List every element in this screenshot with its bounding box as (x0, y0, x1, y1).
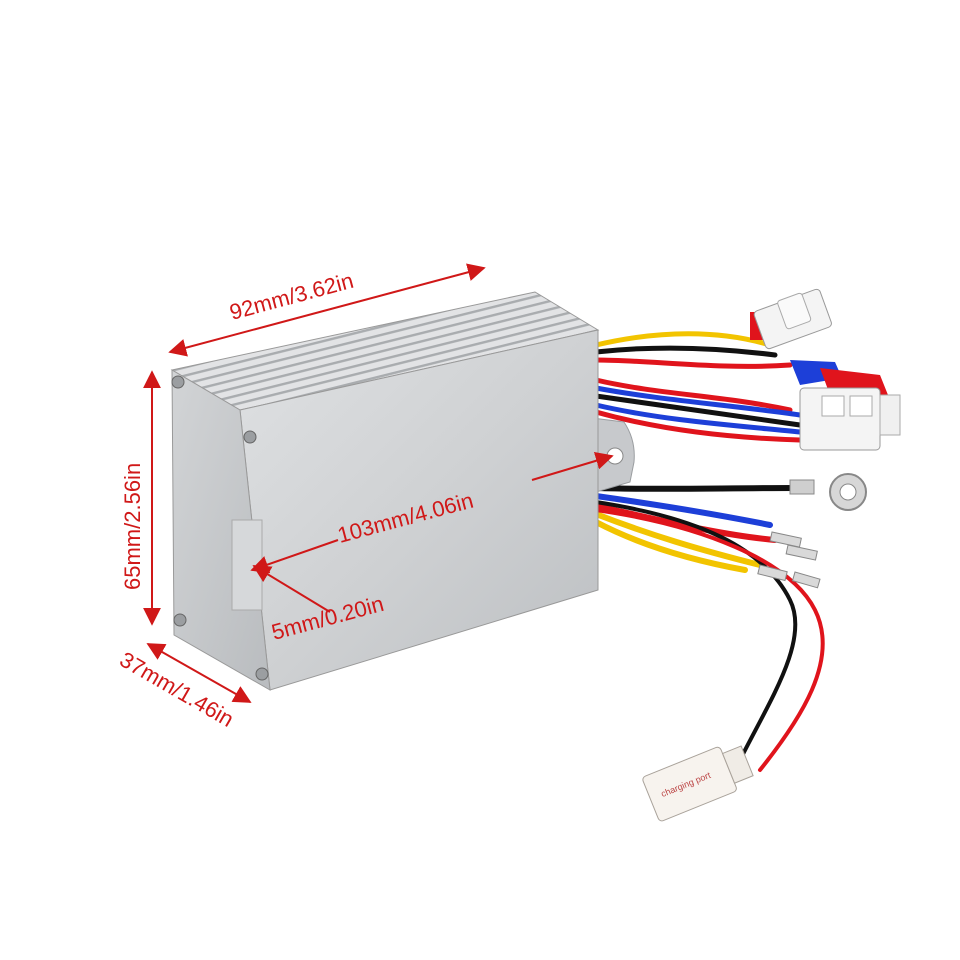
charging-port-connector: charging port (642, 745, 754, 822)
ring-terminal (789, 473, 867, 511)
controller-housing (170, 291, 635, 691)
dimension-height: 65mm/2.56in (120, 370, 161, 626)
screw-icon (171, 375, 185, 389)
wire-bundle-top (593, 331, 803, 443)
connector-top (750, 288, 832, 350)
length-label: 92mm/3.62in (227, 268, 356, 325)
connector-middle (799, 387, 901, 451)
spade-terminals (757, 531, 821, 589)
height-label: 65mm/2.56in (120, 463, 145, 590)
screw-icon (243, 430, 257, 444)
screw-icon (173, 613, 187, 627)
screw-icon (255, 667, 269, 681)
wire-bundle-bottom (593, 485, 825, 772)
